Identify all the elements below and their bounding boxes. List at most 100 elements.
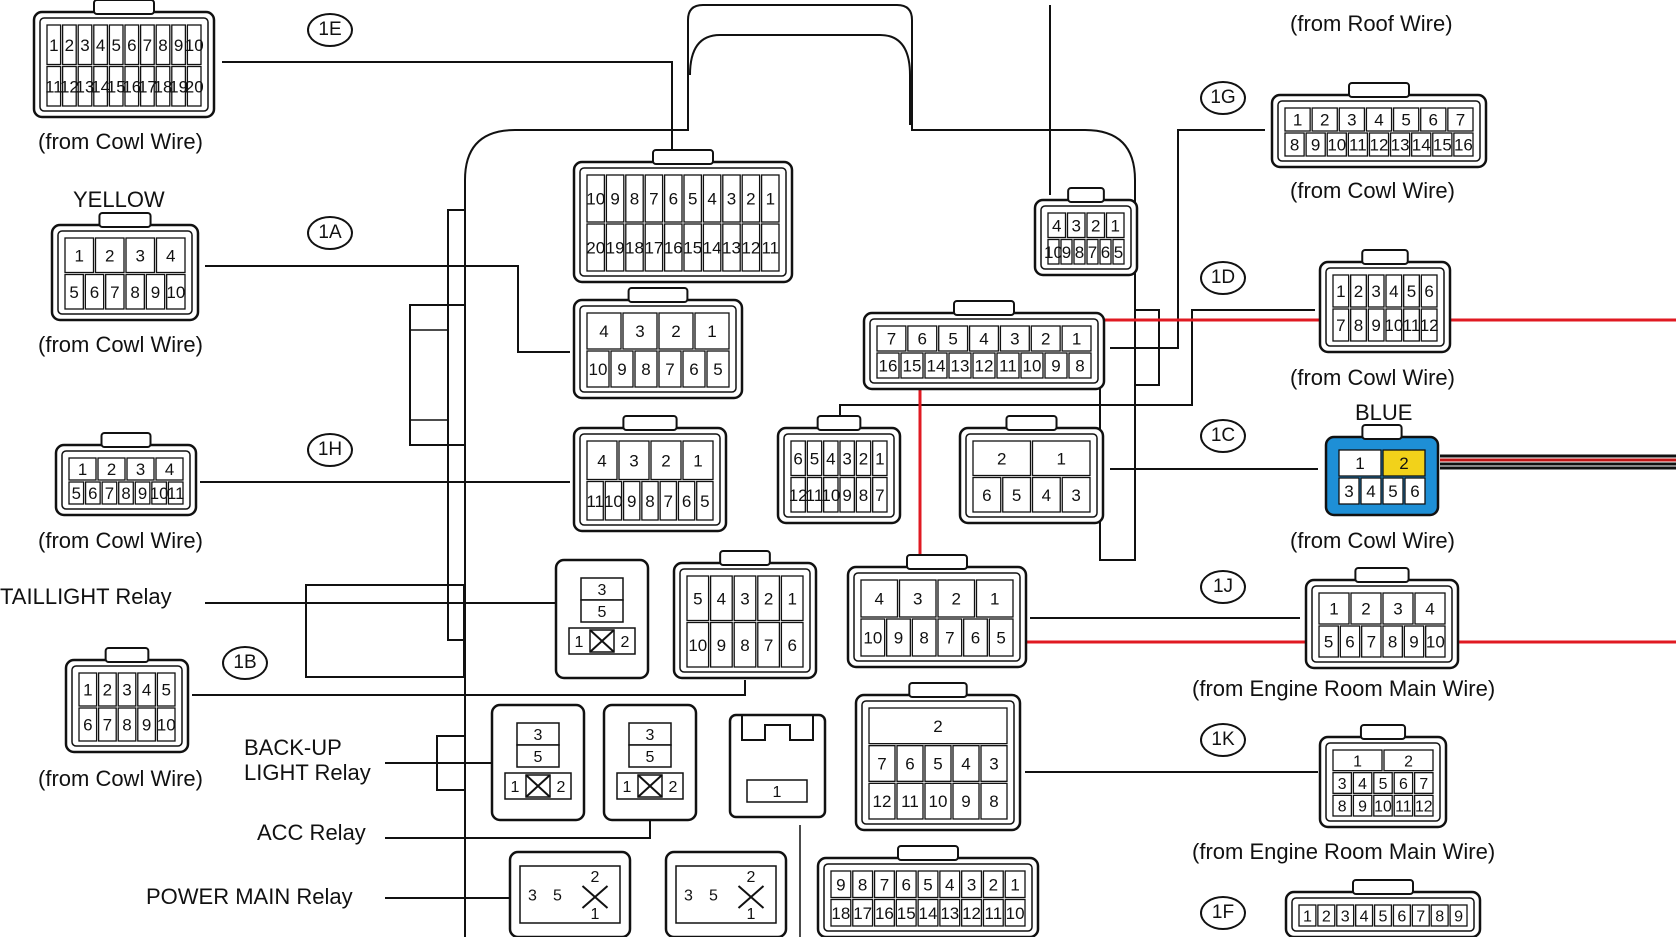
pin-number: 1 <box>707 322 716 341</box>
pin-number: 5 <box>693 589 702 608</box>
pin-cell <box>806 476 823 513</box>
pin-cell <box>126 457 155 481</box>
pin-cell <box>1389 132 1411 157</box>
pin-number: 1 <box>1355 454 1364 473</box>
pin-cell <box>1382 477 1404 505</box>
pin-number: 8 <box>630 190 639 209</box>
pin-number: 8 <box>1435 908 1444 926</box>
pin-cell <box>139 24 155 66</box>
pin-cell <box>1338 449 1382 477</box>
pin-number: 11 <box>761 239 779 258</box>
pin-number: 5 <box>709 888 718 905</box>
pin-number: 6 <box>918 330 927 349</box>
pin-cell <box>1068 352 1092 379</box>
pin-number: 11 <box>1349 136 1367 155</box>
pin-number: 8 <box>740 636 749 655</box>
pin-cell <box>996 352 1020 379</box>
pin-number: 11 <box>1395 799 1412 816</box>
pin-number: 12 <box>60 77 79 96</box>
pin-number: 1 <box>83 681 92 700</box>
pin-cell <box>659 480 678 521</box>
pin-number: 2 <box>1091 216 1100 235</box>
pin-number: 2 <box>621 634 630 651</box>
pin-cell <box>1403 625 1425 658</box>
pin-cell <box>1020 352 1044 379</box>
pin-cell <box>1425 625 1446 658</box>
pin-number: 2 <box>1041 330 1050 349</box>
pin-number: 5 <box>72 484 81 503</box>
pin-cell <box>896 782 924 820</box>
pin-cell <box>1393 772 1414 794</box>
pin-cell <box>896 745 924 782</box>
pin-number: 2 <box>1354 282 1363 301</box>
pin-number: 15 <box>683 239 702 258</box>
pin-cell <box>1086 212 1106 239</box>
pin-number: 5 <box>646 749 655 766</box>
pin-number: 4 <box>945 875 954 894</box>
pin-number: 13 <box>722 239 741 258</box>
pin-cell <box>586 223 606 272</box>
pin-cell <box>68 457 97 481</box>
pin-cell <box>1383 749 1434 772</box>
caption-1B: (from Cowl Wire) <box>38 766 203 791</box>
pin-number: 5 <box>1012 486 1021 505</box>
pin-cell <box>1060 238 1073 265</box>
pin-number: 2 <box>764 589 773 608</box>
connector-code-1G: 1G <box>1200 81 1246 115</box>
pin-cell <box>963 618 988 657</box>
pin-number: 5 <box>700 492 709 511</box>
pin-number: 5 <box>1401 111 1410 130</box>
pin-cell <box>586 312 622 350</box>
connector-code-1C: 1C <box>1200 419 1246 453</box>
pin-number: 3 <box>684 888 693 905</box>
pin-cell <box>961 870 983 899</box>
pin-number: 9 <box>894 629 903 648</box>
pin-number: 10 <box>1327 136 1346 155</box>
pin-number: 5 <box>948 330 957 349</box>
pin-cell <box>980 745 1008 782</box>
pin-cell <box>151 481 168 505</box>
pin-number: 11 <box>167 484 184 503</box>
leader-1D <box>839 309 1315 420</box>
connector-code-1D: 1D <box>1200 261 1246 295</box>
pin-cell <box>702 174 722 223</box>
pin-number: 9 <box>174 36 183 55</box>
caption-roof-wire: (from Roof Wire) <box>1290 11 1453 36</box>
pin-cell <box>586 440 618 481</box>
connector-code-1J: 1J <box>1200 570 1246 604</box>
pin-cell <box>604 480 623 521</box>
connector-code-1A: 1A <box>307 216 353 250</box>
pin-cell <box>855 440 872 477</box>
pin-number: 2 <box>989 875 998 894</box>
pin-number: 1 <box>591 906 600 923</box>
pin-cell <box>900 352 924 379</box>
pin-number: 4 <box>717 589 726 608</box>
pin-cell <box>733 575 757 622</box>
pin-cell <box>937 579 976 618</box>
pin-cell <box>1066 212 1086 239</box>
pin-cell <box>938 325 969 352</box>
pin-cell <box>1453 132 1474 157</box>
pin-cell <box>117 672 137 707</box>
pin-cell <box>852 898 874 927</box>
pin-cell <box>1368 132 1390 157</box>
pin-cell <box>1350 308 1367 342</box>
pin-cell <box>610 350 634 388</box>
pin-cell <box>1004 870 1026 899</box>
pin-cell <box>167 481 184 505</box>
pin-number: 12 <box>975 357 994 376</box>
pin-cell <box>1385 274 1403 308</box>
fuse-socket-label: 1 <box>773 784 782 801</box>
pin-number: 2 <box>669 779 678 796</box>
taillight-relay-label: TAILLIGHT Relay <box>0 584 172 609</box>
pin-number: 16 <box>879 357 898 376</box>
pin-number: 1 <box>747 906 756 923</box>
pin-number: 3 <box>1393 600 1402 619</box>
pin-cell <box>790 476 806 513</box>
pin-number: 10 <box>166 283 185 302</box>
pin-number: 2 <box>933 717 942 736</box>
pin-cell <box>1413 772 1434 794</box>
